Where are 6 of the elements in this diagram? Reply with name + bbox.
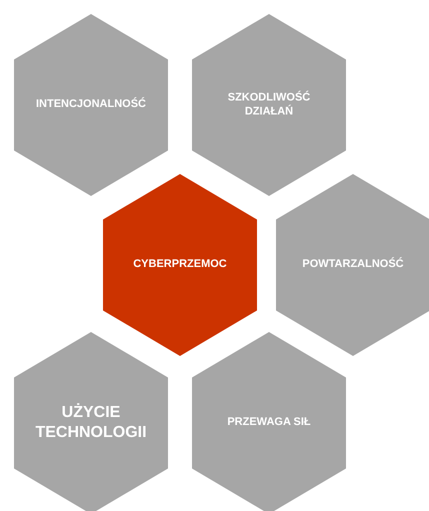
hexagon-label: UŻYCIE TECHNOLOGII <box>34 403 148 443</box>
hexagon-label: POWTARZALNOŚĆ <box>301 258 405 272</box>
hexagon-label: INTENCJONALNOŚĆ <box>34 98 147 112</box>
hexagon-label: CYBERPRZEMOC <box>132 258 228 272</box>
hexagon-label: PRZEWAGA SIŁ <box>226 416 312 430</box>
hexagon-label: SZKODLIWOŚĆ DZIAŁAŃ <box>226 91 312 119</box>
